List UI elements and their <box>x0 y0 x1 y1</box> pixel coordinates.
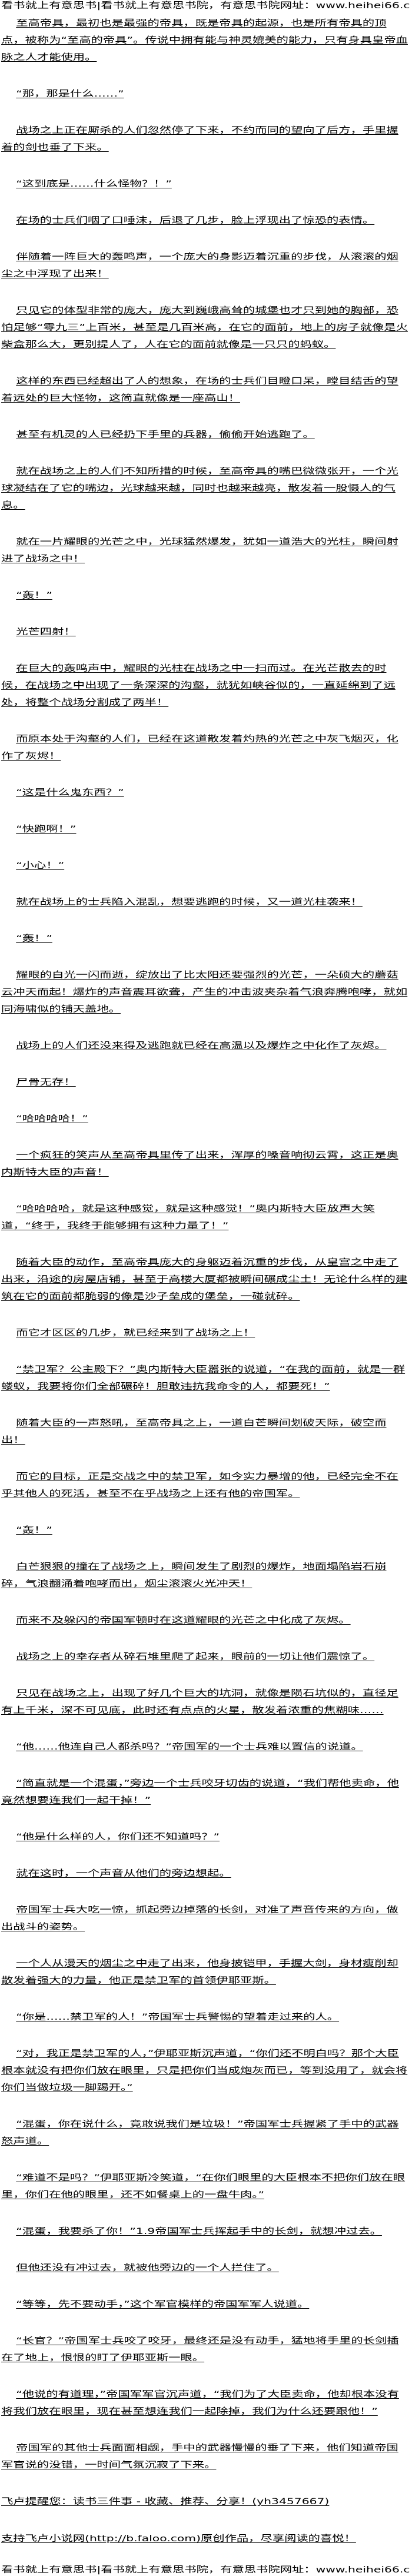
chapter-paragraph: “这到底是……什么怪物？！” <box>16 180 172 189</box>
chapter-paragraph: 伴随着一阵巨大的轰鸣声，一个庞大的身影迈着沉重的步伐，从滚滚的烟尘之中浮现了出来… <box>1 253 398 279</box>
chapter-paragraph: 就在战场上的士兵陷入混乱，想要逃跑的时候，又一道光柱袭来！ <box>16 898 363 907</box>
chapter-paragraph: “混蛋，我要杀了你！”1.9帝国军士兵挥起手中的长剑，就想冲过去。 <box>16 2227 382 2236</box>
chapter-paragraph: 而它的目标，正是交战之中的禁卫军，如今实力暴增的他，已经完全不在乎其他人的死活，… <box>1 1472 398 1499</box>
chapter-paragraph: 一个疯狂的笑声从至高帝具里传了出来，浑厚的嗓音响彻云霄，这正是奥内斯特大臣的声音… <box>1 1151 398 1177</box>
chapter-paragraph: “快跑啊！” <box>16 825 77 834</box>
chapter-paragraph: 战场之上的幸存者从碎石堆里爬了起来，眼前的一切让他们震惊了。 <box>16 1652 375 1662</box>
chapter-paragraph: 随着大臣的动作，至高帝具庞大的身躯迈着沉重的步伐，从皇宫之中走了出来，沿途的房屋… <box>1 1258 408 1302</box>
chapter-paragraph: “小心！” <box>16 861 65 871</box>
chapter-paragraph: “那，那是什么……” <box>16 89 124 99</box>
chapter-paragraph: “他说的有道理，”帝国军军官沉声道，“我们为了大臣卖命，他却根本没有将我们放在眼… <box>1 2390 399 2416</box>
chapter-paragraph: “禁卫军？公主殿下？”奥内斯特大臣嚣张的说道，“在我的面前，就是一群蝼蚁，我要将… <box>1 1365 406 1392</box>
chapter-paragraph: 就在这时，一个声音从他们的旁边想起。 <box>16 1869 231 1878</box>
chapter-paragraph: 随着大臣的一声怒吼，至高帝具之上，一道白芒瞬间划破天际，破空而出！ <box>1 1419 387 1445</box>
site-banner-top: 看书就上有意思书|看书就上有意思书院，有意思书院网址：www.heihei66.… <box>1 1 410 11</box>
chapter-paragraph: 只见它的体型非常的庞大，庞大到巍峨高耸的城堡也才只到她的胸部，恐怕足够“零九三”… <box>1 306 408 350</box>
chapter-paragraph: 而原本处于沟壑的人们，已经在这道散发着灼热的光芒之中灰飞烟灭，化作了灰烬！ <box>1 735 398 761</box>
chapter-paragraph: 在场的士兵们咽了口唾沫，后退了几步，脸上浮现出了惊恐的表情。 <box>16 216 375 225</box>
chapter-paragraph: 光芒四射！ <box>16 628 76 637</box>
chapter-paragraph: 而来不及躲闪的帝国军顿时在这道耀眼的光芒之中化成了灰烬。 <box>16 1616 351 1625</box>
chapter-paragraph: “这是什么鬼东西？” <box>16 788 124 798</box>
site-banner-bottom: 看书就上有意思书|看书就上有意思书院，有意思书院网址：www.heihei66.… <box>1 2565 410 2575</box>
chapter-paragraph: 一个人从漫天的烟尘之中走了出来，他身披铠甲，手握大剑，身材瘦削却散发着强大的力量… <box>1 1959 398 1986</box>
chapter-content: 至高帝具，最初也是最强的帝具，既是帝具的起源，也是所有帝具的顶点，被称为“至高的… <box>1 15 410 2474</box>
chapter-paragraph: 就在战场之上的人们不知所措的时候，至高帝具的嘴巴微微张开，一个光球凝结在了它的嘴… <box>1 467 398 510</box>
chapter-paragraph: “长官？”帝国军士兵咬了咬牙，最终还是没有动手，猛地将手里的长剑插在了地上，恨恨… <box>1 2336 399 2363</box>
reminder-note: 飞卢提醒您：读书三件事 - 收藏、推荐、分享！(yh3457667) <box>1 2497 330 2507</box>
chapter-paragraph: 只见在战场之上，出现了好几个巨大的坑洞，就像是陨石坑似的，直径足有上千米，深不可… <box>1 1689 398 1715</box>
chapter-paragraph: “轰！” <box>16 1526 52 1535</box>
chapter-paragraph: “难道不是吗？”伊耶亚斯冷笑道，“在你们眼里的大臣根本不把你们放在眼里，你们在他… <box>1 2173 406 2200</box>
chapter-paragraph: 至高帝具，最初也是最强的帝具，既是帝具的起源，也是所有帝具的顶点，被称为“至高的… <box>1 19 408 62</box>
chapter-paragraph: “哈哈哈哈，就是这种感觉，就是这种感觉！”奥内斯特大臣放声大笑道，“终于，我终于… <box>1 1204 375 1231</box>
chapter-paragraph: “哈哈哈哈！” <box>16 1114 88 1124</box>
chapter-paragraph: “你是……禁卫军的人！”帝国军士兵警惕的望着走过来的人。 <box>16 2013 340 2022</box>
chapter-paragraph: 战场上的人们还没来得及逃跑就已经在高温以及爆炸之中化作了灰烬。 <box>16 1041 387 1051</box>
chapter-paragraph: “简直就是一个混蛋，”旁边一个士兵咬牙切齿的说道，“我们帮他卖命，他竟然想要连我… <box>1 1779 399 1805</box>
chapter-paragraph: 耀眼的白光一闪而逝，绽放出了比太阳还要强烈的光芒，一朵硕大的蘑菇云冲天而起！爆炸… <box>1 971 408 1014</box>
chapter-paragraph: 甚至有机灵的人已经扔下手里的兵器，偷偷开始逃跑了。 <box>16 430 315 440</box>
chapter-paragraph: 帝国军士兵大吃一惊，抓起旁边掉落的长剑，对准了声音传来的方向，做出战斗的姿势。 <box>1 1906 398 1932</box>
chapter-paragraph: 帝国军的其他士兵面面相觑，手中的武器慢慢的垂了下来，他们知道帝国军官说的没错，一… <box>1 2444 398 2470</box>
support-note: 支持飞卢小说网(http://b.faloo.com)原创作品，尽享阅读的喜悦！ <box>1 2534 356 2544</box>
chapter-paragraph: “他……他连自己人都杀吗？”帝国军的一个士兵难以置信的说道。 <box>16 1742 363 1752</box>
chapter-paragraph: 在巨大的轰鸣声中，耀眼的光柱在战场之中一扫而过。在光芒散去的时候，在战场之中出现… <box>1 664 396 708</box>
chapter-paragraph: “轰！” <box>16 934 52 944</box>
chapter-paragraph: “轰！” <box>16 591 52 600</box>
chapter-paragraph: 就在一片耀眼的光芒之中，光球猛然爆发，犹如一道浩大的光柱，瞬间射进了战场之中！ <box>1 537 398 564</box>
chapter-paragraph: “混蛋，你在说什么，竟敢说我们是垃圾！”帝国军士兵握紧了手中的武器怒声道。 <box>1 2120 399 2146</box>
chapter-paragraph: 但他还没有冲过去，就被他旁边的一个人拦住了。 <box>16 2263 279 2273</box>
chapter-paragraph: “他是什么样的人，你们还不知道吗？” <box>16 1833 220 1842</box>
chapter-paragraph: 这样的东西已经超出了人的想象，在场的士兵们目瞪口呆，瞠目结舌的望着远处的巨大怪物… <box>1 377 398 403</box>
chapter-notes: 飞卢提醒您：读书三件事 - 收藏、推荐、分享！(yh3457667) 支持飞卢小… <box>1 2494 410 2548</box>
chapter-paragraph: 尸骨无存！ <box>16 1078 76 1087</box>
chapter-paragraph: 战场之上正在厮杀的人们忽然停了下来，不约而同的望向了后方，手里握着的剑也垂了下来… <box>1 126 398 152</box>
chapter-paragraph: 而它才区区的几步，就已经来到了战场之上！ <box>16 1329 255 1338</box>
chapter-paragraph: 白芒狠狠的撞在了战场之上，瞬间发生了剧烈的爆炸，地面塌陷岩石崩碎，气浪翻涌着咆哮… <box>1 1562 387 1589</box>
chapter-paragraph: “对，我正是禁卫军的人，”伊耶亚斯沉声道，“你们还不明白吗？那个大臣根本就没有把… <box>1 2049 408 2093</box>
chapter-paragraph: “等等，先不要动手，”这个军官模样的帝国军军人说道。 <box>16 2300 310 2309</box>
